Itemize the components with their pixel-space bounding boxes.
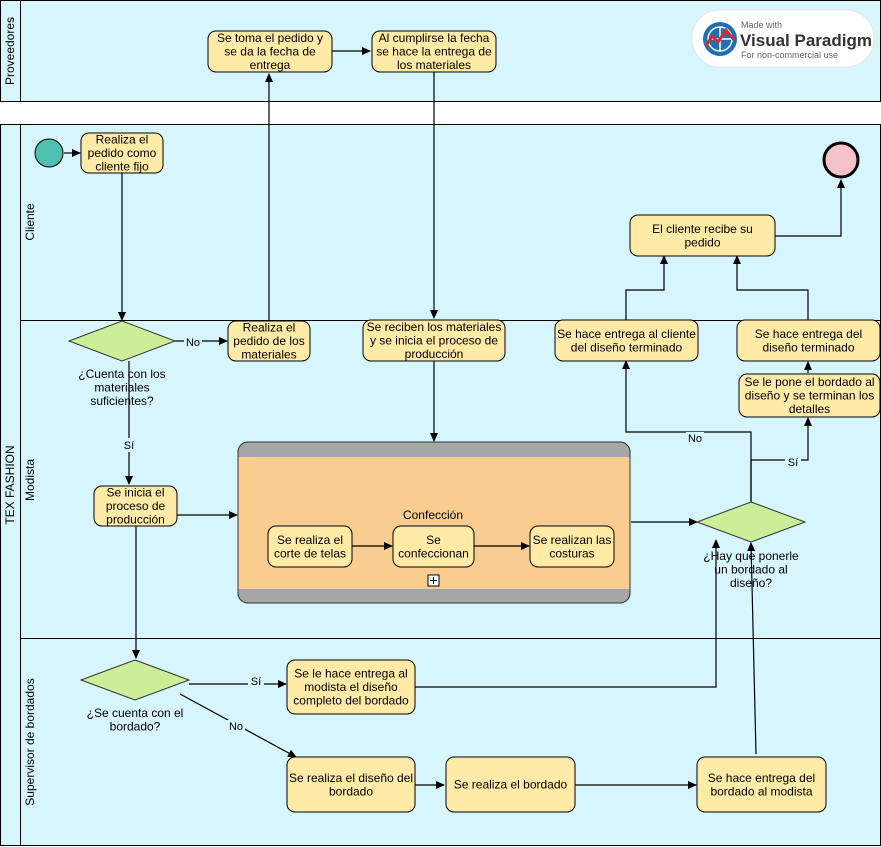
task-label-line: diseño y se terminan los	[745, 389, 874, 403]
expand-icon[interactable]	[427, 574, 440, 587]
task-label-line: Se realizan las	[533, 533, 612, 547]
subprocess-title: Confección	[403, 508, 463, 522]
start-event[interactable]	[34, 138, 64, 168]
task-label-line: del diseño terminado	[571, 340, 683, 354]
task-label-line: pedido como	[88, 146, 157, 160]
gateway-label-line: ¿Se cuenta con el	[87, 706, 184, 720]
task-label-line: Se toma el pedido y	[217, 31, 323, 45]
task-label-line: El cliente recibe su	[652, 222, 753, 236]
task-label-line: bordado	[329, 784, 373, 798]
task-label-line: producción	[106, 513, 165, 527]
gateway-cuenta-bordado[interactable]	[79, 659, 191, 701]
tasks-layer: Se toma el pedido yse da la fecha deentr…	[80, 30, 881, 813]
sequence-flows	[64, 47, 845, 789]
flow-label-no-cuenta: No	[229, 721, 243, 733]
end-event[interactable]	[822, 141, 860, 179]
gateway-label-line: ¿Cuenta con los	[78, 367, 165, 381]
task-label-line: modista el diseño	[304, 680, 398, 694]
task-label-line: producción	[405, 347, 464, 361]
gateway-bordado[interactable]	[695, 501, 807, 543]
watermark-made-with: Made with	[741, 20, 782, 30]
flow-label-si-cuenta: Sí	[251, 676, 261, 688]
task-label-line: diseño terminado	[762, 340, 854, 354]
watermark-brand: Visual Paradigm	[740, 31, 872, 50]
task-label-line: bordado al modista	[710, 784, 812, 798]
task-label-line: detalles	[789, 402, 830, 416]
task-label-line: se da la fecha de	[224, 45, 316, 59]
task-label-line: proceso de	[106, 499, 166, 513]
lane-modista-label: Modista	[23, 459, 37, 501]
task-label-line: pedido de los	[233, 334, 304, 348]
task-label-line: se hace la entrega de	[376, 45, 492, 59]
gateway-label-line: diseño?	[730, 576, 772, 590]
task-label-line: completo del bordado	[293, 694, 409, 708]
task-label-line: Se le pone el bordado al	[744, 375, 874, 389]
task-label-line: Realiza el	[243, 321, 296, 335]
task-label-line: entrega	[250, 58, 291, 72]
flow-label-no-bordado: No	[688, 433, 702, 445]
task-label-line: Se realiza el bordado	[454, 778, 568, 792]
task-label-line: Se inicia el	[106, 486, 164, 500]
flow-label-si-bordado: Sí	[788, 457, 798, 469]
task-label-line: y se inicia el proceso de	[370, 334, 498, 348]
gateway-label-line: suficientes?	[90, 394, 154, 408]
task-label-line: Al cumplirse la fecha	[379, 31, 490, 45]
task-label-line: Se hace entrega del	[755, 327, 862, 341]
gateway-label-line: materiales	[94, 381, 149, 395]
task-t-prov1[interactable]: Se toma el pedido yse da la fecha deentr…	[207, 30, 333, 73]
task-label-line: Se	[426, 533, 441, 547]
flow-labels: No Sí No Sí Sí No	[121, 336, 801, 733]
task-label-line: materiales	[241, 348, 296, 362]
task-label-line: los materiales	[397, 58, 471, 72]
pool-proveedores-label: Proveedores	[3, 17, 17, 85]
visual-paradigm-watermark: Made with Visual Paradigm For non-commer…	[691, 9, 875, 68]
task-label-line: cliente fijo	[95, 160, 149, 174]
gateway-materiales[interactable]	[67, 320, 177, 362]
task-label-line: Se hace entrega al cliente	[557, 327, 696, 341]
task-label-line: Realiza el	[96, 133, 149, 147]
lane-cliente-label: Cliente	[23, 203, 37, 241]
gateway-label-line: un bordado al	[714, 563, 787, 577]
task-label-line: Se realiza el	[277, 533, 343, 547]
task-label-line: pedido	[684, 235, 720, 249]
flow-label-si-materiales: Sí	[124, 440, 134, 452]
pool-tex-fashion-label: TEX FASHION	[3, 445, 17, 524]
flow-label-no-materiales: No	[186, 337, 200, 349]
lane-supervisor-label: Supervisor de bordados	[23, 678, 37, 805]
task-label-line: Se realiza el diseño del	[289, 771, 413, 785]
gateway-label-line: bordado?	[110, 720, 161, 734]
task-label-line: confeccionan	[398, 546, 469, 560]
gateway-label-line: ¿Hay que ponerle	[703, 549, 799, 563]
subprocess-confeccion[interactable]: Confección	[237, 441, 631, 604]
task-label-line: corte de telas	[274, 546, 346, 560]
task-label-line: Se le hace entrega al	[294, 667, 407, 681]
task-label-line: Se hace entrega del	[708, 771, 815, 785]
watermark-note: For non-commercial use	[741, 50, 838, 60]
task-label-line: costuras	[549, 546, 594, 560]
task-t-sup-bordado[interactable]: Se realiza el bordado	[445, 756, 576, 813]
task-label-line: Se reciben los materiales	[367, 320, 502, 334]
